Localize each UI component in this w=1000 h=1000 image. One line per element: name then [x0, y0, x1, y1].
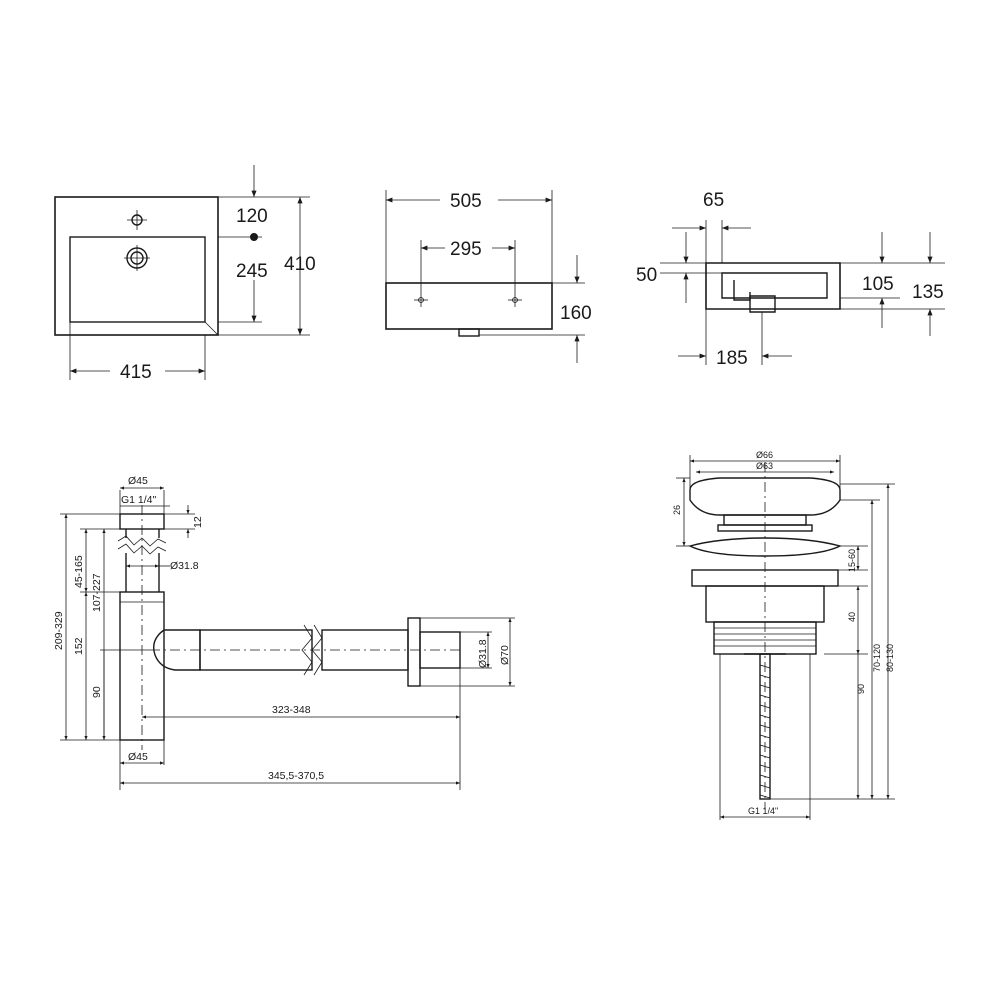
rim-height-label: 50: [636, 265, 657, 286]
mount-hole-left-icon: [414, 293, 428, 307]
valve-cap-diameter-label: Ø66: [756, 450, 773, 460]
basin-outline: [54, 196, 219, 336]
mount-hole-right-icon: [508, 293, 522, 307]
drain-hole-icon: [124, 245, 150, 271]
basin-bowl: [69, 236, 206, 323]
valve-thread-label: G1 1/4": [748, 806, 778, 816]
trap-adjust-range-label: 45-165: [73, 555, 85, 588]
bottle-trap-drawing: Ø45 G1 1/4" 12 Ø31.8 209-329 45-165 107-…: [53, 475, 515, 790]
trap-bottom-diameter-label: Ø45: [128, 751, 148, 763]
basin-width-label: 415: [120, 362, 152, 383]
valve-inner-diameter-label: Ø63: [756, 461, 773, 471]
side-drain-offset-label: 185: [716, 348, 748, 369]
trap-body-height-label: 152: [73, 637, 85, 655]
trap-elbow: [152, 629, 201, 671]
drain-valve-drawing: Ø66 Ø63 26 15-60 40 90 70-120 80-130 G1 …: [672, 450, 895, 820]
trap-cap-height-label: 12: [192, 516, 204, 528]
basin-front-drain-stub: [458, 328, 480, 337]
basin-front-height-label: 160: [560, 303, 592, 324]
bowl-depth-label: 105: [862, 274, 894, 295]
trap-outlet-height-label: 90: [91, 686, 103, 698]
basin-top-view: 120 245 410 415: [54, 165, 316, 383]
valve-length-mid-label: 70-120: [872, 644, 882, 672]
tap-offset-label: 120: [236, 206, 268, 227]
drain-offset-label: 245: [236, 261, 268, 282]
total-depth-label: 135: [912, 282, 944, 303]
valve-body-height-label: 40: [847, 612, 857, 622]
basin-front-view: 505 295 160: [385, 190, 592, 363]
basin-side-view: 65 50 185 105 135: [636, 190, 945, 369]
valve-length-total-label: 80-130: [885, 644, 895, 672]
trap-total-reach-label: 345,5-370,5: [268, 770, 324, 782]
side-top-offset-label: 65: [703, 190, 724, 211]
trap-outlet-reach-label: 323-348: [272, 704, 311, 716]
basin-front-outline: [385, 282, 553, 330]
trap-total-height-label: 209-329: [53, 611, 65, 650]
drain-center-marker: [250, 233, 258, 241]
valve-clamp-range-label: 15-60: [847, 549, 857, 572]
trap-flange-diameter-label: Ø70: [499, 645, 511, 665]
basin-side-bowl: [721, 272, 828, 299]
valve-tail-rod: [759, 653, 771, 800]
trap-pipe-diameter-label: Ø31.8: [477, 639, 489, 668]
valve-cap-height-label: 26: [672, 505, 682, 515]
trap-body-height-range-label: 107-227: [91, 573, 103, 612]
basin-bowl-shadow: [204, 321, 219, 336]
tap-hole-icon: [127, 210, 147, 230]
basin-height-label: 410: [284, 254, 316, 275]
basin-side-outline: [705, 262, 841, 310]
trap-wall-flange: [407, 617, 421, 687]
mount-spacing-label: 295: [450, 239, 482, 260]
valve-length-short-label: 90: [856, 684, 866, 694]
trap-top-diameter-label: Ø45: [128, 475, 148, 487]
trap-break-upper: [117, 535, 167, 547]
trap-thread-label: G1 1/4": [121, 494, 157, 506]
basin-side-drain: [749, 295, 776, 313]
trap-inlet-diameter-label: Ø31.8: [170, 560, 199, 572]
basin-front-width-label: 505: [450, 191, 482, 212]
